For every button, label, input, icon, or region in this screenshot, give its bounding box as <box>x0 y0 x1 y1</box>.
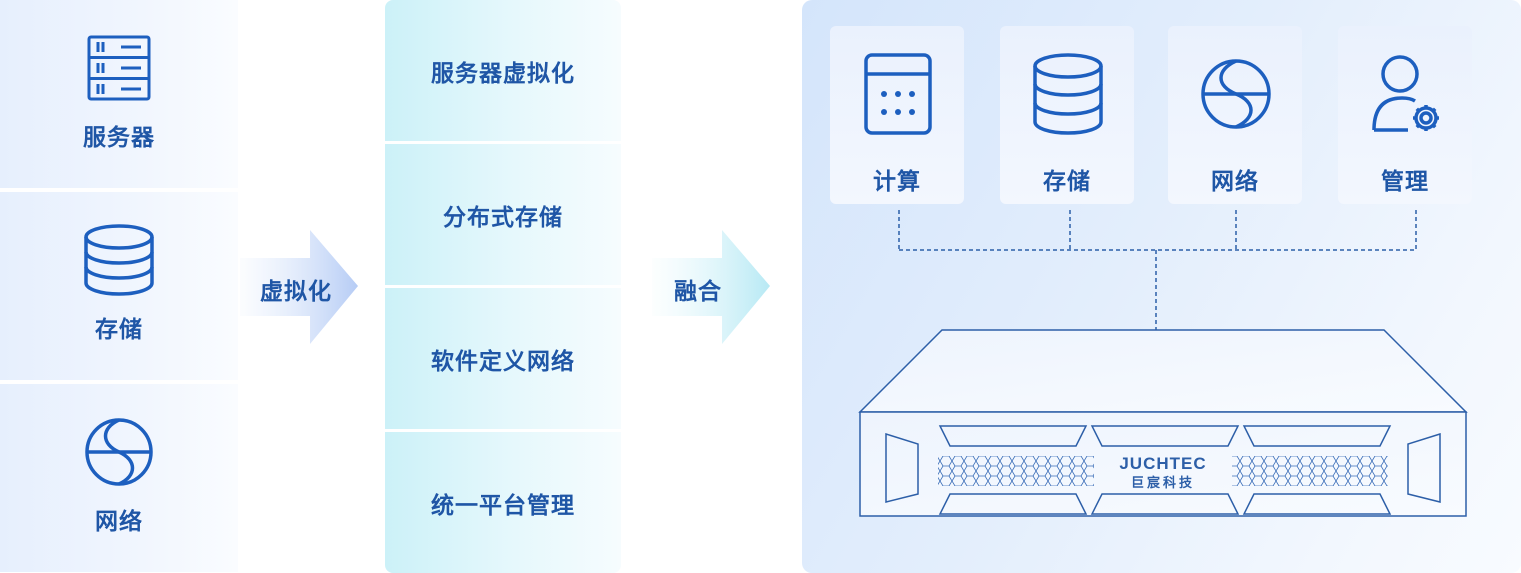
storage-label: 存储 <box>95 317 143 343</box>
network-cell: 网络 <box>0 384 238 572</box>
storage-label: 存储 <box>1043 169 1091 195</box>
compute-label: 计算 <box>873 169 921 195</box>
virtualize-label: 虚拟化 <box>260 279 332 305</box>
server-rack-icon <box>87 35 151 101</box>
network-label: 网络 <box>95 509 143 535</box>
merge-arrow: 融合 <box>652 228 774 346</box>
capability-item: 分布式存储 <box>385 144 621 285</box>
capability-column: 服务器虚拟化 分布式存储 软件定义网络 统一平台管理 <box>385 0 621 573</box>
resource-column: 服务器 存储 网络 <box>0 0 238 573</box>
capability-item: 服务器虚拟化 <box>385 0 621 141</box>
capability-label: 软件定义网络 <box>431 348 575 375</box>
capability-item: 软件定义网络 <box>385 288 621 429</box>
server-chassis: JUCHTEC 巨宸科技 <box>858 329 1468 517</box>
merge-label: 融合 <box>674 279 722 305</box>
user-gear-icon <box>1372 55 1439 132</box>
server-brand: JUCHTEC <box>1119 454 1206 473</box>
storage-card: 存储 <box>1000 26 1134 204</box>
calculator-icon <box>864 53 932 135</box>
server-brand-cn: 巨宸科技 <box>1131 475 1195 491</box>
capability-label: 统一平台管理 <box>431 492 575 519</box>
network-card: 网络 <box>1168 26 1302 204</box>
management-label: 管理 <box>1381 169 1429 195</box>
right-arrow-icon <box>652 230 770 344</box>
server-cell: 服务器 <box>0 0 238 188</box>
right-arrow-icon <box>240 230 358 344</box>
database-icon <box>1033 53 1103 135</box>
virtualize-arrow: 虚拟化 <box>240 228 362 346</box>
database-icon <box>84 224 154 296</box>
globe-icon <box>1201 59 1271 129</box>
storage-cell: 存储 <box>0 192 238 380</box>
capability-label: 服务器虚拟化 <box>431 60 575 87</box>
compute-card: 计算 <box>830 26 964 204</box>
globe-icon <box>85 418 153 486</box>
connector-lines <box>898 210 1417 330</box>
capability-item: 统一平台管理 <box>385 432 621 573</box>
server-label: 服务器 <box>83 125 155 151</box>
capability-label: 分布式存储 <box>443 204 563 231</box>
network-label: 网络 <box>1211 169 1259 195</box>
management-card: 管理 <box>1338 26 1472 204</box>
